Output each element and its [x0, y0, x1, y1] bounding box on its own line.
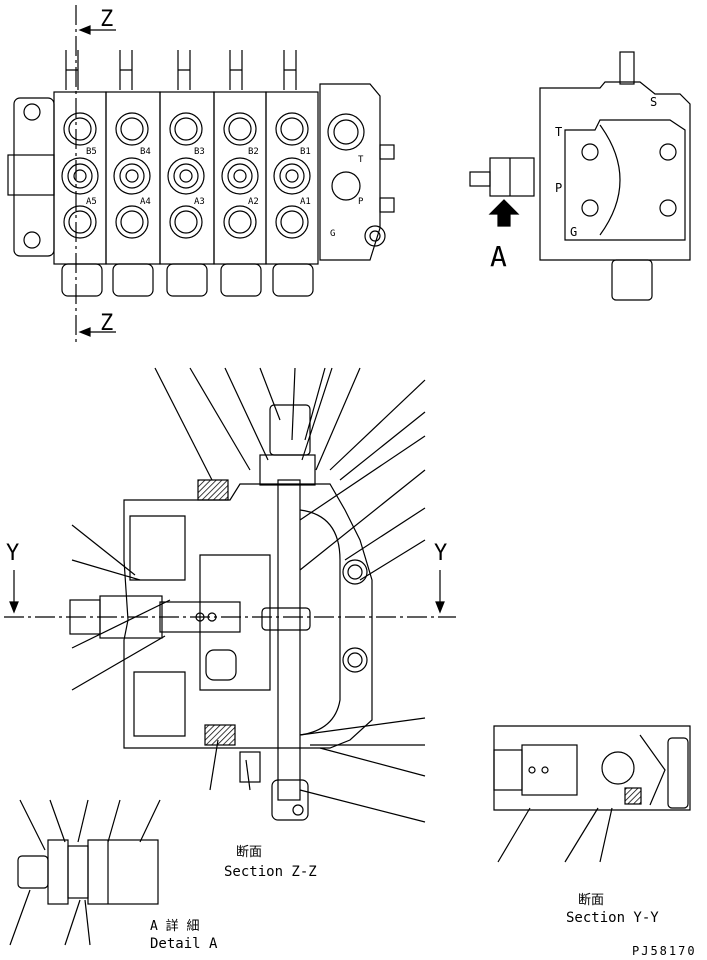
port-label-b3: B3 [194, 147, 205, 157]
inlet-section [319, 83, 395, 261]
side-label-g: G [570, 225, 577, 239]
inlet-label-p: P [358, 197, 364, 207]
port-label-b5: B5 [86, 147, 97, 157]
port-label-b2: B2 [248, 147, 259, 157]
spool-section-2 [213, 50, 267, 297]
labels: Z Z Y Y A B5 B4 B3 B2 B1 A5 A4 A3 A2 A1 … [6, 7, 697, 958]
section-mark-y-right: Y [434, 541, 447, 566]
caption-detail-a-jp: A 詳 細 [150, 918, 199, 934]
side-label-s: S [650, 95, 657, 109]
valve-side-view [469, 51, 691, 301]
caption-detail-a: Detail A [150, 936, 218, 952]
port-label-a3: A3 [194, 197, 205, 207]
port-label-a2: A2 [248, 197, 259, 207]
leader-lines [71, 367, 426, 823]
side-label-p: P [555, 181, 562, 195]
inlet-label-g: G [330, 229, 335, 239]
section-z-z-view [4, 367, 456, 823]
port-label-a4: A4 [140, 197, 151, 207]
detail-a-view [9, 799, 161, 946]
inlet-label-t: T [358, 155, 364, 165]
view-a-arrow [488, 199, 520, 227]
port-label-a1: A1 [300, 197, 311, 207]
caption-section-zz-jp: 断面 [236, 845, 262, 860]
spool-section-3 [159, 50, 215, 297]
valve-bank-front-view [7, 5, 395, 345]
spool-section-1 [265, 50, 319, 297]
caption-section-yy-jp: 断面 [578, 893, 604, 908]
port-label-a5: A5 [86, 197, 97, 207]
port-label-b1: B1 [300, 147, 311, 157]
spool-section-5 [53, 50, 107, 297]
spool-section-4 [105, 50, 161, 297]
view-a-label: A [490, 240, 507, 273]
side-label-t: T [555, 125, 562, 139]
section-mark-y-left: Y [6, 541, 19, 566]
caption-section-yy: Section Y-Y [566, 910, 659, 926]
drawing-number: PJ58170 [632, 944, 697, 958]
section-mark-z-top: Z [100, 7, 113, 32]
port-label-b4: B4 [140, 147, 151, 157]
section-y-y-view [493, 725, 691, 863]
caption-section-zz: Section Z-Z [224, 864, 317, 880]
section-mark-z-bottom: Z [100, 311, 113, 336]
